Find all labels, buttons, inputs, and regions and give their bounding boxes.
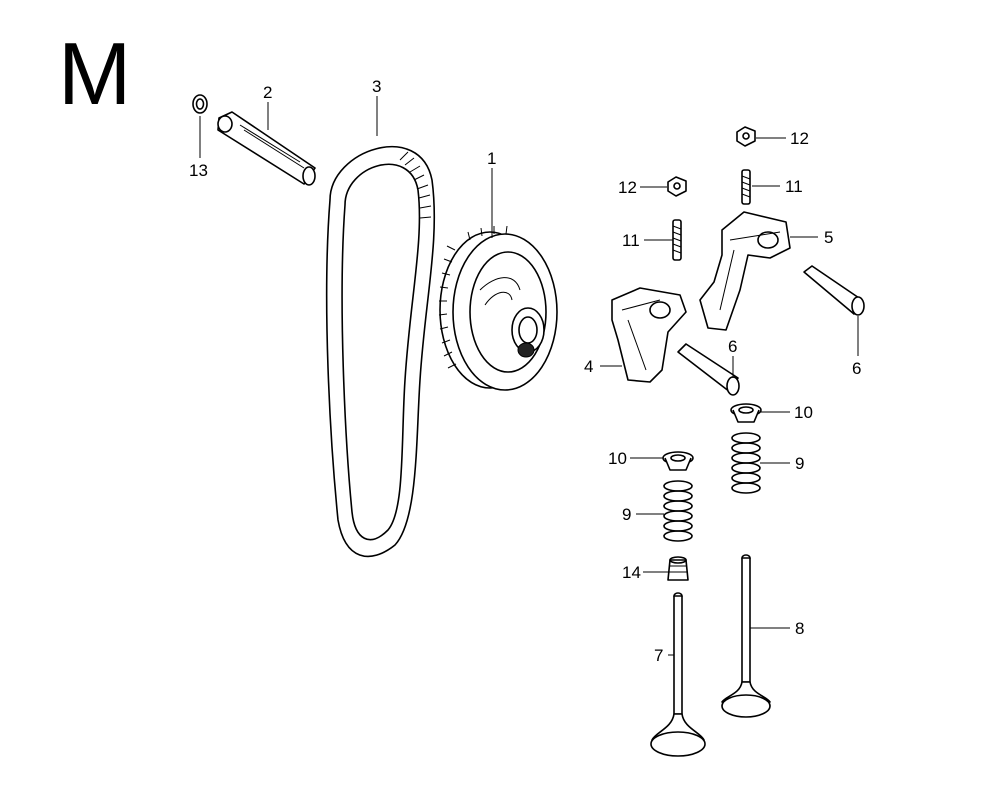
callout-10b: 10 xyxy=(794,403,813,422)
cam-pulley-1 xyxy=(438,225,558,391)
callout-9a: 9 xyxy=(622,505,631,524)
callout-10a: 10 xyxy=(608,449,627,468)
callout-7: 7 xyxy=(654,646,663,665)
callout-12a: 12 xyxy=(618,178,637,197)
callout-8: 8 xyxy=(795,619,804,638)
nut-12b xyxy=(736,126,756,147)
spring-retainer-10a xyxy=(662,451,694,471)
valve-spring-9a xyxy=(663,480,693,542)
timing-belt-3 xyxy=(325,145,436,558)
rocker-shaft-6a xyxy=(677,343,740,396)
callout-labels: 1 2 3 4 5 6 6 7 8 9 9 10 10 11 11 12 12 … xyxy=(189,77,861,665)
callout-4: 4 xyxy=(584,357,593,376)
callout-13: 13 xyxy=(189,161,208,180)
callout-11a: 11 xyxy=(622,231,640,250)
adjusting-screw-11b xyxy=(741,169,751,205)
nut-12a xyxy=(667,176,687,197)
valve-8 xyxy=(721,554,771,718)
spring-retainer-10b xyxy=(730,403,762,423)
callout-1: 1 xyxy=(487,149,496,168)
sheet-letter: M xyxy=(58,24,131,123)
callout-6a: 6 xyxy=(728,337,737,356)
callout-11b: 11 xyxy=(785,177,803,196)
valve-spring-9b xyxy=(731,432,761,494)
valve-7 xyxy=(650,592,706,757)
callout-9b: 9 xyxy=(795,454,804,473)
shaft-2 xyxy=(217,111,316,186)
callout-6b: 6 xyxy=(852,359,861,378)
callout-2: 2 xyxy=(263,83,272,102)
rocker-shaft-6b xyxy=(803,265,865,316)
callout-3: 3 xyxy=(372,77,381,96)
callout-14: 14 xyxy=(622,563,641,582)
rocker-arm-4 xyxy=(611,287,687,383)
adjusting-screw-11a xyxy=(672,219,682,261)
washer-13 xyxy=(192,94,208,114)
stem-seal-14 xyxy=(667,556,689,581)
leader-lines xyxy=(199,96,859,656)
rocker-arm-5 xyxy=(699,211,791,331)
callout-12b: 12 xyxy=(790,129,809,148)
callout-5: 5 xyxy=(824,228,833,247)
